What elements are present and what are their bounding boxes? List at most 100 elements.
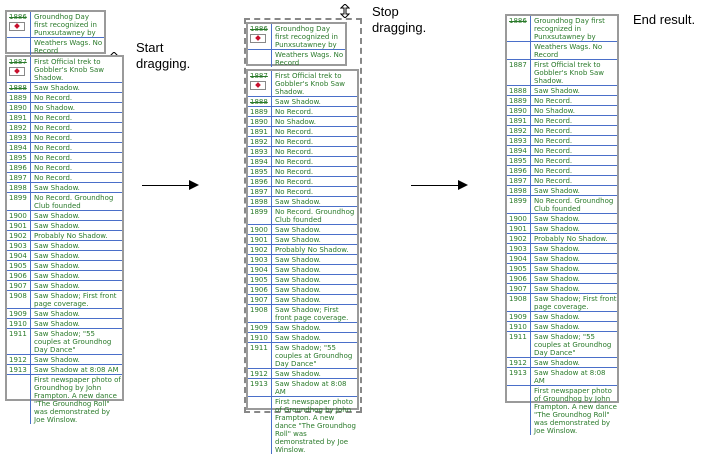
event-cell: No Shadow. [275, 118, 316, 126]
event-cell: Saw Shadow; "55 couples at Groundhog Day… [534, 333, 612, 357]
table-row: 1886 Groundhog Day first recognized in P… [248, 24, 345, 50]
event-cell: Saw Shadow. [34, 242, 80, 250]
event-cell: Saw Shadow. [275, 98, 321, 106]
year-cell: 1910 [248, 333, 272, 342]
event-cell: No Record. [534, 127, 573, 135]
year-cell: 1889 [7, 93, 31, 102]
year-cell: 1888 [248, 97, 272, 106]
event-cell: Saw Shadow. [34, 262, 80, 270]
year-cell: 1907 [7, 281, 31, 290]
drag-handle-icon[interactable] [250, 34, 266, 43]
year-cell: 1891 [507, 116, 531, 125]
year-cell [507, 386, 531, 435]
event-cell: First newspaper photo of Groundhog by Jo… [275, 398, 356, 454]
event-cell: Saw Shadow. [275, 226, 321, 234]
year-cell: 1895 [248, 167, 272, 176]
event-cell: Saw Shadow. [34, 310, 80, 318]
year-cell: 1912 [507, 358, 531, 367]
year-cell: 1897 [7, 173, 31, 182]
drag-handle-icon[interactable] [9, 67, 25, 76]
year-cell: 1903 [7, 241, 31, 250]
year-cell: 1892 [507, 126, 531, 135]
event-cell: First newspaper photo of Groundhog by Jo… [534, 387, 617, 435]
event-cell: No Record. [34, 164, 73, 172]
event-cell: Saw Shadow. [534, 245, 580, 253]
event-cell: Saw Shadow. [534, 313, 580, 321]
table-stop-top: 1886 Groundhog Day first recognized in P… [246, 22, 347, 67]
event-cell: Saw Shadow. [534, 265, 580, 273]
year-cell: 1889 [507, 96, 531, 105]
year-cell: 1888 [7, 83, 31, 92]
event-cell: Saw Shadow. [534, 255, 580, 263]
event-cell: Probably No Shadow. [34, 232, 108, 240]
year-cell: 1894 [507, 146, 531, 155]
year-cell: 1895 [507, 156, 531, 165]
event-cell: Probably No Shadow. [534, 235, 608, 243]
drag-handle-icon[interactable] [250, 81, 266, 90]
year-cell: 1887 [7, 57, 31, 82]
year-cell: 1902 [507, 234, 531, 243]
event-cell: Saw Shadow. [34, 222, 80, 230]
event-cell: Saw Shadow. [275, 296, 321, 304]
event-cell: No Record. [534, 137, 573, 145]
event-cell: No Record. [34, 154, 73, 162]
year-cell: 1913 [507, 368, 531, 385]
event-cell: Weathers Wags. No Record [534, 43, 603, 59]
event-cell: Saw Shadow. [34, 320, 80, 328]
year-cell: 1886 [248, 24, 272, 49]
year-cell: 1907 [507, 284, 531, 293]
year-cell: 1887 [248, 71, 272, 96]
event-cell: Saw Shadow. [275, 198, 321, 206]
year-cell: 1893 [507, 136, 531, 145]
year-cell: 1896 [7, 163, 31, 172]
year-cell: 1904 [7, 251, 31, 260]
year-cell: 1903 [507, 244, 531, 253]
year-cell: 1897 [507, 176, 531, 185]
event-cell: Saw Shadow. [34, 84, 80, 92]
event-cell: Saw Shadow. [534, 187, 580, 195]
event-cell: Saw Shadow. [534, 323, 580, 331]
event-cell: Saw Shadow. [34, 212, 80, 220]
year-cell: 1912 [248, 369, 272, 378]
resize-cursor-icon [340, 4, 350, 18]
event-cell: No Record. [534, 177, 573, 185]
year-cell: 1909 [7, 309, 31, 318]
year-cell: 1913 [7, 365, 31, 374]
year-cell: 1891 [7, 113, 31, 122]
event-cell: No Record. [534, 157, 573, 165]
year-cell: 1910 [7, 319, 31, 328]
year-cell: 1908 [7, 291, 31, 308]
drag-handle-icon[interactable] [9, 22, 25, 31]
year-cell: 1909 [507, 312, 531, 321]
year-cell: 1900 [7, 211, 31, 220]
event-cell: No Record. [34, 114, 73, 122]
event-cell: Saw Shadow. [534, 285, 580, 293]
event-cell: No Shadow. [534, 107, 575, 115]
